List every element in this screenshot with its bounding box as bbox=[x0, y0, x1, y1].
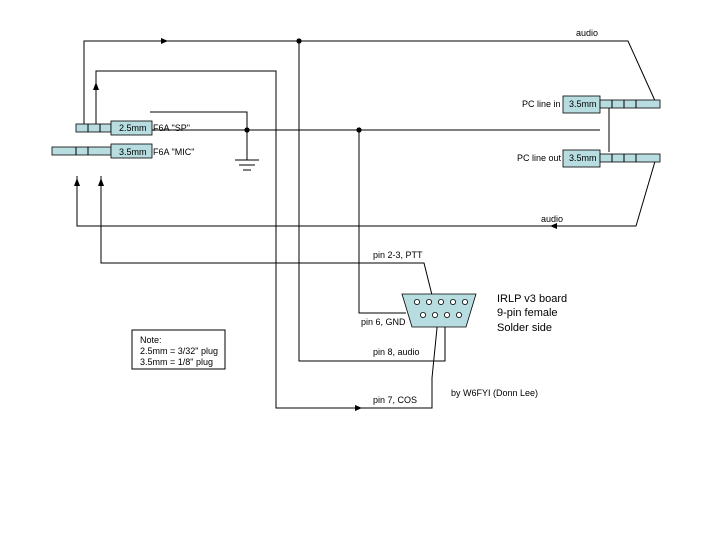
db9-pins bbox=[413, 298, 468, 318]
wire-gnd-to-db9 bbox=[358, 130, 406, 314]
junction-dot-gnd-left bbox=[244, 127, 250, 133]
f6a-mic-label: F6A "MIC" bbox=[153, 147, 194, 157]
board-title-line2: 9-pin female bbox=[497, 307, 558, 319]
wire-ptt-arrow bbox=[98, 178, 104, 186]
pin-ptt-label: pin 2-3, PTT bbox=[373, 250, 423, 260]
f6a-sp-label: F6A "SP" bbox=[153, 123, 190, 133]
pc-line-out-label: PC line out bbox=[517, 153, 562, 163]
credit-label: by W6FYI (Donn Lee) bbox=[451, 388, 538, 398]
wire-pin8 bbox=[299, 318, 446, 362]
wire-audio-bottom-arrow bbox=[550, 223, 557, 229]
plug-pc-in: PC line in 3.5mm bbox=[522, 95, 661, 114]
wire-top-inner-arrow bbox=[93, 82, 99, 90]
plug-sp-size: 2.5mm bbox=[119, 123, 147, 133]
pc-line-in-label: PC line in bbox=[522, 99, 561, 109]
wires bbox=[74, 38, 657, 411]
wire-pin7 bbox=[356, 317, 439, 409]
ground-symbol-icon bbox=[235, 159, 259, 171]
board-title-line3: Solder side bbox=[497, 322, 552, 334]
junction-dot-gnd-right bbox=[356, 127, 362, 133]
wire-audio-bus bbox=[298, 41, 361, 362]
pin-gnd-label: pin 6, GND bbox=[361, 317, 406, 327]
plug-sp: 2.5mm F6A "SP" bbox=[75, 120, 190, 136]
note-box: Note: 2.5mm = 3/32" plug 3.5mm = 1/8" pl… bbox=[131, 329, 226, 370]
note-line1: 2.5mm = 3/32" plug bbox=[140, 346, 218, 356]
plug-pc-out-size: 3.5mm bbox=[569, 153, 597, 163]
note-title: Note: bbox=[140, 335, 162, 345]
wire-audio-bottom bbox=[76, 157, 657, 227]
audio-top-label: audio bbox=[576, 28, 598, 38]
wire-cos-arrow bbox=[355, 405, 362, 411]
audio-bottom-label: audio bbox=[541, 214, 563, 224]
plug-mic-size: 3.5mm bbox=[119, 147, 147, 157]
wire-audio-top bbox=[83, 40, 657, 127]
board-title-line1: IRLP v3 board bbox=[497, 293, 567, 305]
wire-sp-ground bbox=[150, 111, 248, 130]
wire-mic-arrow-left bbox=[74, 178, 80, 186]
note-line2: 3.5mm = 1/8" plug bbox=[140, 357, 213, 367]
wire-ptt bbox=[100, 176, 433, 296]
wire-audio-top-arrow bbox=[161, 38, 168, 44]
junction-dot-top bbox=[296, 38, 302, 44]
plug-pc-out: PC line out 3.5mm bbox=[517, 149, 661, 168]
plug-pc-in-size: 3.5mm bbox=[569, 99, 597, 109]
pin-audio-label: pin 8, audio bbox=[373, 347, 420, 357]
db9-connector bbox=[401, 293, 477, 328]
pin-cos-label: pin 7, COS bbox=[373, 395, 417, 405]
plug-mic: 3.5mm F6A "MIC" bbox=[51, 143, 194, 159]
